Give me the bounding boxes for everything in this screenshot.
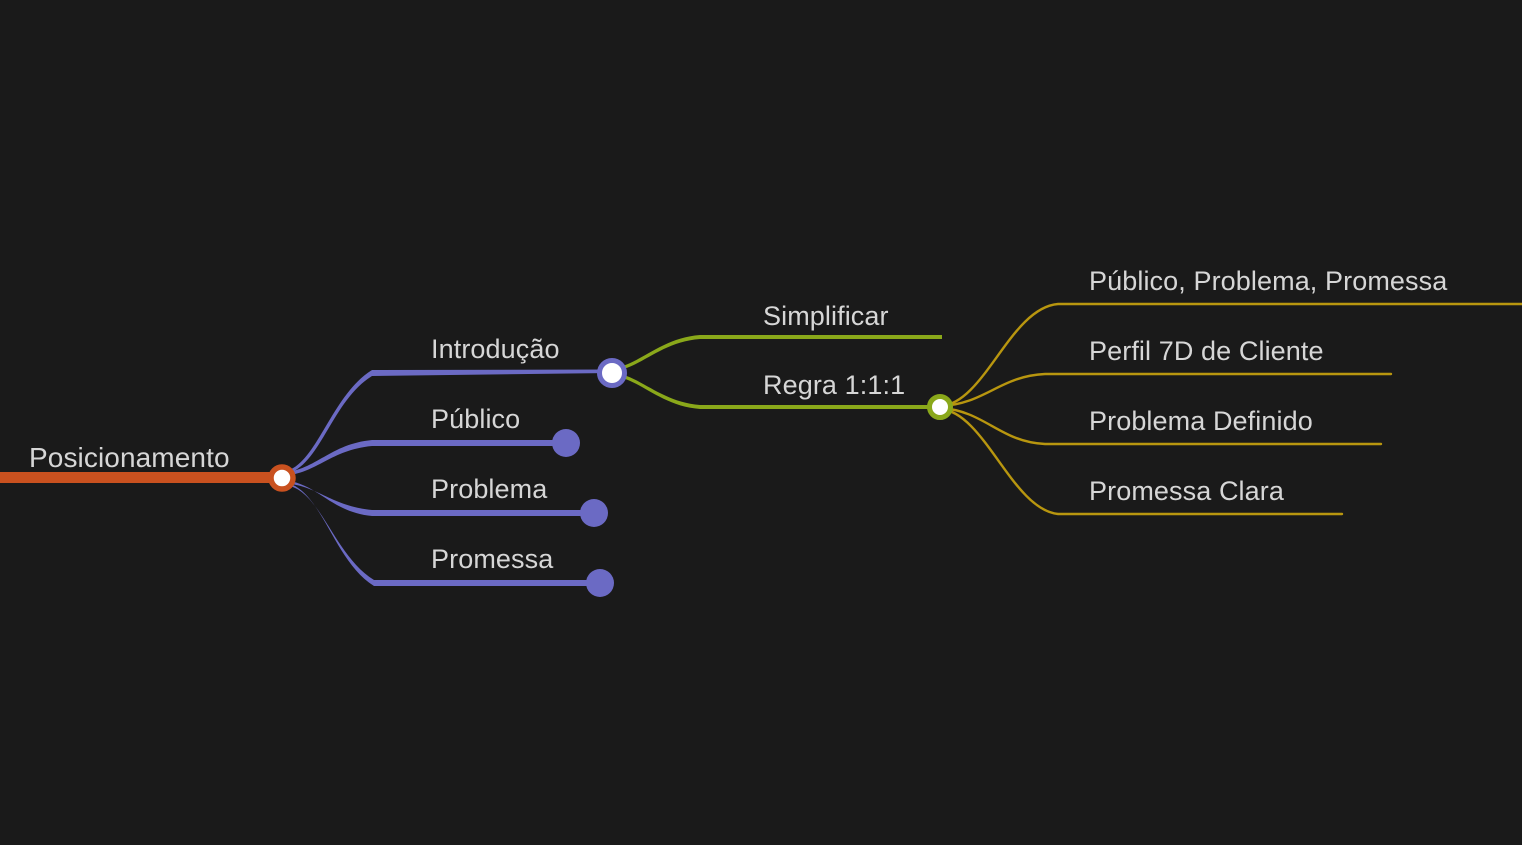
edge-regra111-publico-problema-promessa xyxy=(939,302,1522,408)
node-label-regra-111[interactable]: Regra 1:1:1 xyxy=(763,370,906,400)
node-label-posicionamento[interactable]: Posicionamento xyxy=(29,442,230,473)
node-ring-root[interactable] xyxy=(268,464,296,492)
node-label-publico-problema-promessa[interactable]: Público, Problema, Promessa xyxy=(1089,266,1448,296)
node-dot-promessa[interactable] xyxy=(586,569,614,597)
edge-introducao-simplificar xyxy=(613,335,942,371)
edge-root-problema xyxy=(283,480,594,516)
node-label-simplificar[interactable]: Simplificar xyxy=(763,301,889,331)
edge-regra111-problema-definido xyxy=(939,406,1383,446)
node-label-publico[interactable]: Público xyxy=(431,404,521,434)
node-label-problema-definido[interactable]: Problema Definido xyxy=(1089,406,1313,436)
node-label-promessa[interactable]: Promessa xyxy=(431,544,554,574)
edge-regra111-promessa-clara xyxy=(939,407,1344,516)
node-label-perfil-7d-de-cliente[interactable]: Perfil 7D de Cliente xyxy=(1089,336,1324,366)
edge-root-publico xyxy=(283,440,566,476)
node-ring-introducao[interactable] xyxy=(597,358,627,388)
node-ring-regra111[interactable] xyxy=(927,394,953,420)
node-label-promessa-clara[interactable]: Promessa Clara xyxy=(1089,476,1284,506)
edge-introducao-regra111 xyxy=(613,373,940,409)
edge-regra111-perfil-7d xyxy=(939,372,1393,408)
node-dot-problema[interactable] xyxy=(580,499,608,527)
node-label-introducao[interactable]: Introdução xyxy=(431,334,560,364)
node-label-problema[interactable]: Problema xyxy=(431,474,548,504)
node-dot-publico[interactable] xyxy=(552,429,580,457)
